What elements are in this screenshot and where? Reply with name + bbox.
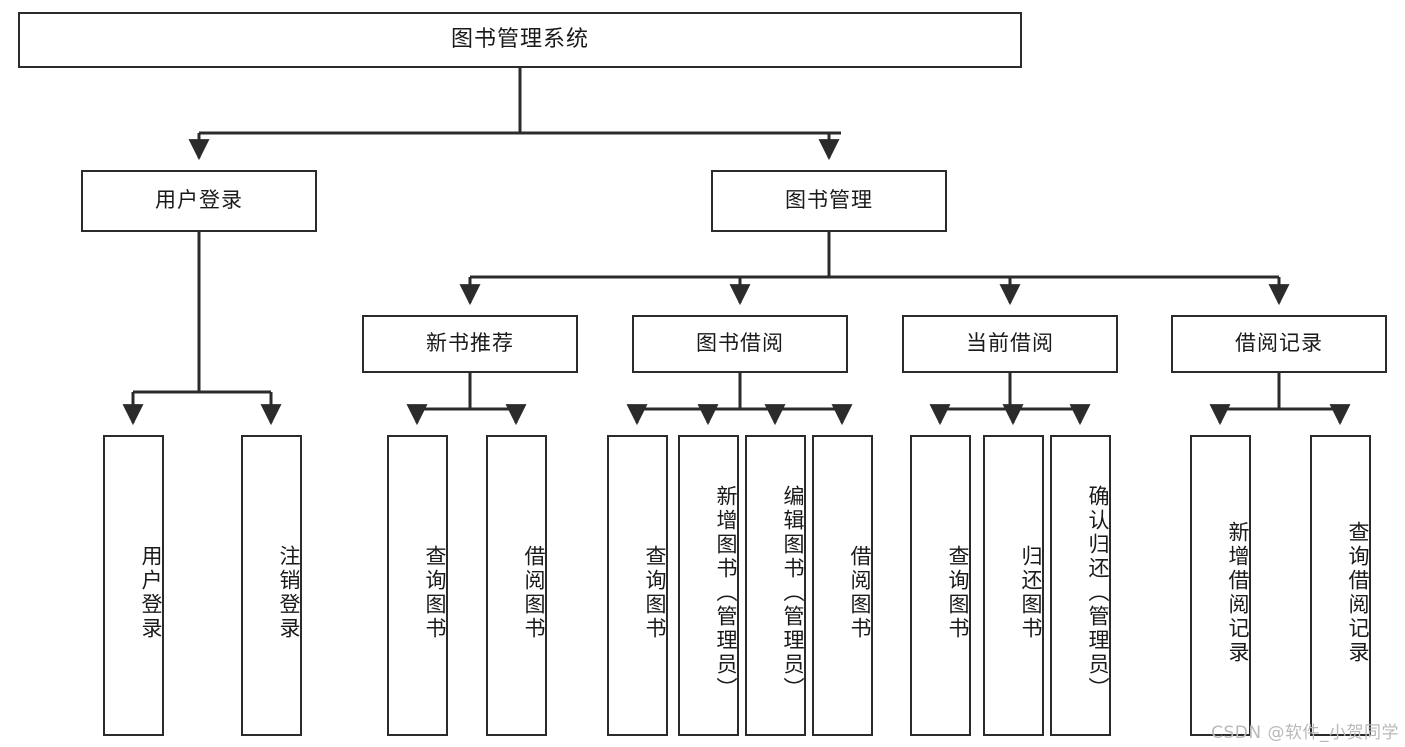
node-leaf-return-book[interactable]: 归还图书 — [983, 435, 1044, 736]
node-borrow-record[interactable]: 借阅记录 — [1171, 315, 1387, 373]
node-label: 用户登录 — [139, 544, 163, 641]
node-label: 图书借阅 — [696, 331, 784, 356]
node-leaf-query-book-current[interactable]: 查询图书 — [910, 435, 971, 736]
node-label: 编辑图书（管理员） — [781, 484, 805, 701]
node-label: 借阅记录 — [1235, 331, 1323, 356]
node-leaf-borrow-book[interactable]: 借阅图书 — [812, 435, 873, 736]
node-label: 借阅图书 — [522, 544, 546, 641]
node-leaf-query-book-borrow[interactable]: 查询图书 — [607, 435, 668, 736]
node-leaf-user-logout[interactable]: 注销登录 — [241, 435, 302, 736]
node-current-borrow[interactable]: 当前借阅 — [902, 315, 1118, 373]
node-root[interactable]: 图书管理系统 — [18, 12, 1022, 68]
node-leaf-confirm-return-admin[interactable]: 确认归还（管理员） — [1050, 435, 1111, 736]
node-leaf-borrow-book-recommend[interactable]: 借阅图书 — [486, 435, 547, 736]
node-label: 当前借阅 — [966, 331, 1054, 356]
node-label: 查询借阅记录 — [1346, 520, 1370, 665]
node-label: 借阅图书 — [848, 544, 872, 641]
node-label: 归还图书 — [1019, 544, 1043, 641]
node-label: 注销登录 — [277, 544, 301, 641]
node-user-login[interactable]: 用户登录 — [81, 170, 317, 232]
node-leaf-user-login[interactable]: 用户登录 — [103, 435, 164, 736]
node-label: 图书管理系统 — [450, 26, 589, 52]
node-leaf-query-book-recommend[interactable]: 查询图书 — [387, 435, 448, 736]
node-label: 新增图书（管理员） — [714, 484, 738, 701]
node-label: 新增借阅记录 — [1226, 520, 1250, 665]
node-leaf-edit-book-admin[interactable]: 编辑图书（管理员） — [745, 435, 806, 736]
node-leaf-add-book-admin[interactable]: 新增图书（管理员） — [678, 435, 739, 736]
node-book-manage[interactable]: 图书管理 — [711, 170, 947, 232]
node-leaf-query-borrow-record[interactable]: 查询借阅记录 — [1310, 435, 1371, 736]
node-book-borrow[interactable]: 图书借阅 — [632, 315, 848, 373]
watermark-text: CSDN @软件_小贺同学 — [1211, 723, 1399, 743]
node-leaf-add-borrow-record[interactable]: 新增借阅记录 — [1190, 435, 1251, 736]
node-label: 查询图书 — [643, 544, 667, 641]
node-label: 用户登录 — [155, 188, 243, 213]
node-label: 查询图书 — [946, 544, 970, 641]
node-label: 查询图书 — [423, 544, 447, 641]
node-label: 图书管理 — [785, 188, 873, 213]
node-new-book-recommend[interactable]: 新书推荐 — [362, 315, 578, 373]
node-label: 确认归还（管理员） — [1086, 484, 1110, 701]
node-label: 新书推荐 — [426, 331, 514, 356]
